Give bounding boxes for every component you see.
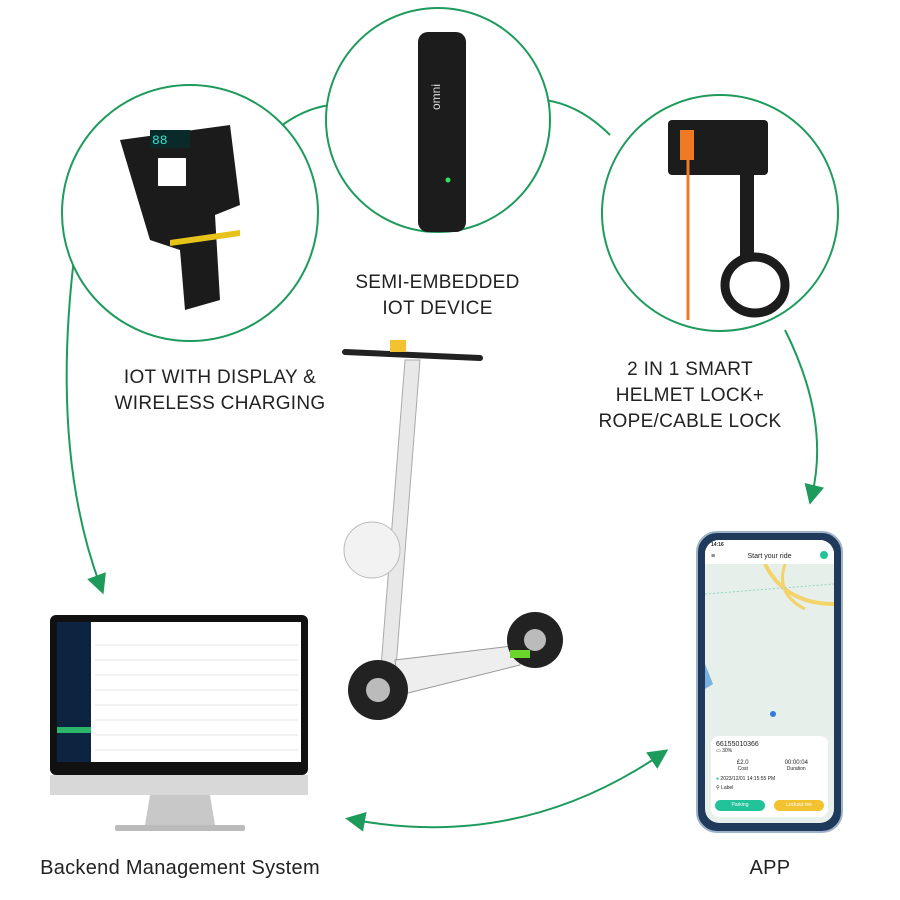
arrow-to-backend	[65, 249, 106, 595]
location-pin-icon: ⚲	[716, 785, 720, 791]
label-line: WIRELESS CHARGING	[114, 393, 326, 414]
arrow-to-app	[784, 329, 825, 505]
label-app: APP	[749, 857, 791, 879]
arrow-backend-app	[345, 749, 669, 832]
label-line: IOT WITH DISPLAY &	[123, 367, 317, 388]
svg-text:88: 88	[152, 133, 168, 148]
battery-text: 30%	[722, 748, 733, 754]
duration-label: Duration	[786, 766, 806, 772]
duration-value: 00:00:04	[784, 760, 808, 766]
menu-icon[interactable]: ≡	[711, 553, 716, 560]
label-helmet-lock: 2 IN 1 SMART HELMET LOCK+ ROPE/CABLE LOC…	[580, 357, 800, 435]
ride-location: ⚲ Label	[716, 785, 823, 791]
helmet-lock-device	[668, 120, 790, 320]
label-iot-display: IOT WITH DISPLAY & WIRELESS CHARGING	[95, 365, 345, 417]
location-text: Label	[721, 785, 734, 791]
label-line: SEMI-EMBEDDED	[355, 272, 520, 293]
connector-arrows	[65, 99, 825, 832]
map-roads	[705, 563, 834, 717]
label-line: ROPE/CABLE LOCK	[598, 411, 782, 432]
arc-middle-to-right	[544, 99, 611, 136]
timestamp-text: 2023/12/01 14:15:55 PM	[720, 776, 776, 782]
monitor	[50, 615, 308, 831]
phone-header: 14:16 ≡ Start your ride	[705, 540, 834, 564]
label-semi-embedded: SEMI-EMBEDDED IOT DEVICE	[330, 270, 545, 322]
lockout-fee-button[interactable]: Lockout fee	[774, 800, 824, 811]
screen-title: Start your ride	[747, 553, 792, 560]
semi-embedded-device: omni	[418, 32, 466, 232]
parking-button[interactable]: Parking	[715, 800, 765, 811]
ride-timestamp: ● 2023/12/01 14:15:55 PM	[716, 776, 776, 782]
battery-level: ▭ 30%	[716, 748, 733, 754]
scooter-id: 66155010366	[716, 741, 759, 748]
status-time: 14:16	[711, 542, 724, 548]
profile-icon[interactable]	[820, 551, 828, 559]
device-logo: omni	[429, 84, 443, 110]
cost-value: £2.0	[736, 760, 749, 766]
cost-label: Cost	[737, 766, 748, 772]
label-line: HELMET LOCK+	[615, 385, 765, 406]
iot-display-device: 88	[120, 125, 240, 310]
label-line: IOT DEVICE	[382, 298, 493, 319]
phone-screen: 14:16 ≡ Start your ride 66155010366 ▭ 30…	[705, 540, 834, 823]
map-view[interactable]	[705, 563, 834, 736]
label-line: 2 IN 1 SMART	[627, 359, 753, 380]
label-backend: Backend Management System	[40, 857, 320, 879]
